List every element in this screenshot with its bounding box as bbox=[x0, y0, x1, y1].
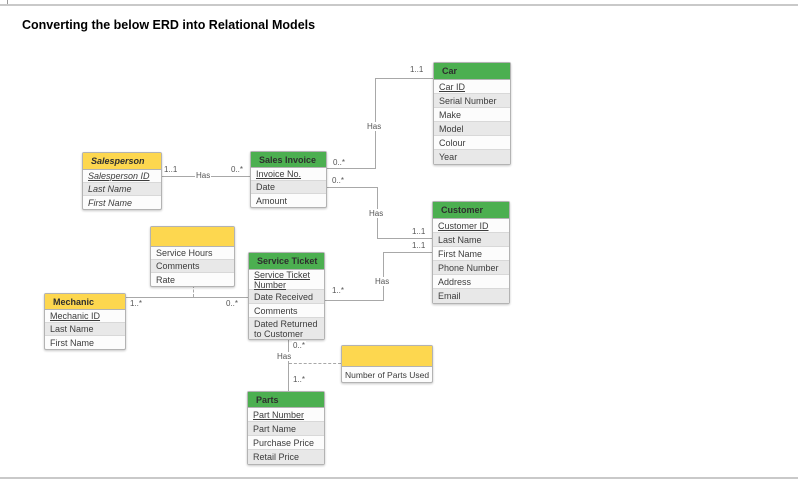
attribute-row: First Name bbox=[88, 197, 133, 208]
cardinality-label: 1..* bbox=[129, 299, 144, 308]
attribute-row: Mechanic ID bbox=[45, 310, 125, 323]
attribute-row: Serial Number bbox=[434, 94, 510, 108]
entity-header: Sales Invoice bbox=[251, 152, 326, 168]
attribute-row: Number of Parts Used bbox=[345, 369, 430, 380]
relationship-line-ticket-parts bbox=[288, 339, 289, 392]
relationship-verb: Has bbox=[368, 209, 385, 218]
entity-header: Car bbox=[434, 63, 510, 80]
cardinality-label: 0..* bbox=[332, 158, 347, 167]
relationship-verb: Has bbox=[276, 352, 293, 361]
entity-customer[interactable]: Customer Customer ID Last Name First Nam… bbox=[432, 201, 510, 304]
entity-sales-invoice[interactable]: Sales Invoice Invoice No. Date Amount bbox=[250, 151, 327, 208]
relationship-verb: Has bbox=[374, 277, 391, 286]
relationship-line-ticket-customer bbox=[324, 300, 383, 301]
attribute-row: Year bbox=[434, 150, 510, 164]
attribute-row: Car ID bbox=[434, 80, 510, 94]
entity-mechanic[interactable]: Mechanic Mechanic ID Last Name First Nam… bbox=[44, 293, 126, 350]
relationship-line-invoice-customer bbox=[377, 238, 432, 239]
attribute-row: Phone Number bbox=[433, 261, 509, 275]
attribute-row: Comments bbox=[249, 304, 324, 318]
relationship-verb: Has bbox=[195, 171, 212, 180]
attribute-row: Part Number bbox=[248, 408, 324, 422]
attribute-row: First Name bbox=[433, 247, 509, 261]
entity-salesperson[interactable]: Salesperson Salesperson ID Last Name Fir… bbox=[82, 152, 162, 210]
entity-header bbox=[342, 346, 432, 367]
assoc-dashed-connector-mechanic-ticket bbox=[193, 285, 194, 297]
cardinality-label: 0..* bbox=[230, 165, 245, 174]
entity-header: Parts bbox=[248, 392, 324, 408]
attribute-row: Date bbox=[251, 181, 326, 194]
relationship-line-invoice-customer bbox=[327, 187, 377, 188]
relationship-line-invoice-car bbox=[375, 78, 433, 79]
cardinality-label: 0..* bbox=[225, 299, 240, 308]
relationship-line-invoice-car bbox=[327, 168, 375, 169]
attribute-row: Rate bbox=[156, 274, 176, 285]
attribute-row: Customer ID bbox=[433, 219, 509, 233]
entity-ticket-parts-assoc[interactable]: Number of Parts Used bbox=[341, 345, 433, 383]
entity-service-ticket[interactable]: Service Ticket Service Ticket Number Dat… bbox=[248, 252, 325, 340]
entity-header: Service Ticket bbox=[249, 253, 324, 270]
attribute-row: Make bbox=[434, 108, 510, 122]
assoc-dashed-connector-ticket-parts bbox=[289, 363, 341, 364]
attribute-row: Colour bbox=[434, 136, 510, 150]
cardinality-label: 0..* bbox=[331, 176, 346, 185]
relationship-verb: Has bbox=[366, 122, 383, 131]
bottom-rule bbox=[0, 477, 798, 479]
attribute-row: Part Name bbox=[248, 422, 324, 436]
relationship-line-ticket-customer bbox=[383, 252, 432, 253]
entity-header: Salesperson bbox=[83, 153, 161, 170]
cardinality-label: 1..1 bbox=[163, 165, 179, 174]
attribute-row: Last Name bbox=[433, 233, 509, 247]
attribute-row: Salesperson ID bbox=[83, 170, 161, 183]
entity-parts[interactable]: Parts Part Number Part Name Purchase Pri… bbox=[247, 391, 325, 465]
entity-header bbox=[151, 227, 234, 247]
top-rule bbox=[0, 4, 798, 6]
cardinality-label: 1..* bbox=[292, 375, 307, 384]
entity-mechanic-ticket-assoc[interactable]: Service Hours Comments Rate bbox=[150, 226, 235, 287]
attribute-row: Invoice No. bbox=[251, 168, 326, 181]
attribute-row: Dated Returned to Customer bbox=[249, 318, 324, 339]
attribute-row: Date Received bbox=[249, 290, 324, 304]
attribute-row: First Name bbox=[50, 337, 95, 348]
entity-car[interactable]: Car Car ID Serial Number Make Model Colo… bbox=[433, 62, 511, 165]
attribute-row: Service Hours bbox=[151, 247, 234, 260]
attribute-row: Last Name bbox=[45, 323, 125, 336]
relationship-line-mechanic-ticket bbox=[126, 297, 248, 298]
page-title: Converting the below ERD into Relational… bbox=[22, 18, 316, 32]
attribute-row: Address bbox=[433, 275, 509, 289]
attribute-row: Last Name bbox=[83, 183, 161, 196]
entity-header: Mechanic bbox=[45, 294, 125, 310]
cardinality-label: 1..1 bbox=[411, 241, 427, 250]
cardinality-label: 1..1 bbox=[411, 227, 427, 236]
attribute-row: Purchase Price bbox=[248, 436, 324, 450]
attribute-row: Retail Price bbox=[248, 450, 324, 464]
attribute-row: Comments bbox=[151, 260, 234, 273]
attribute-row: Service Ticket Number bbox=[249, 270, 324, 290]
entity-header: Customer bbox=[433, 202, 509, 219]
cardinality-label: 1..1 bbox=[409, 65, 425, 74]
attribute-row: Amount bbox=[256, 195, 288, 206]
cardinality-label: 0..* bbox=[292, 341, 307, 350]
cardinality-label: 1..* bbox=[331, 286, 346, 295]
attribute-row: Model bbox=[434, 122, 510, 136]
attribute-row: Email bbox=[433, 289, 509, 303]
relationship-line-ticket-customer bbox=[383, 252, 384, 301]
ruler-tick bbox=[7, 0, 8, 4]
